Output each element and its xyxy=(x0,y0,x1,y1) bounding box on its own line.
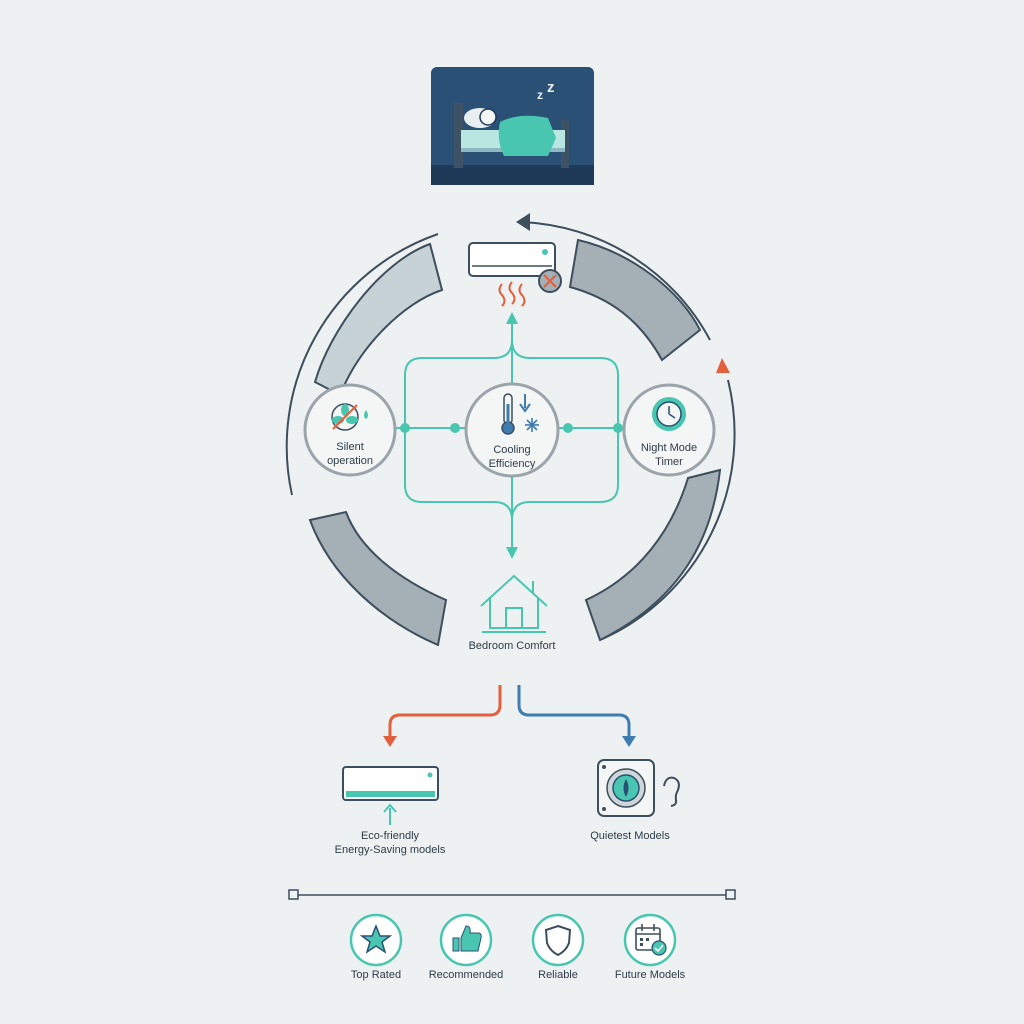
quiet-models-label: Quietest Models xyxy=(590,830,670,842)
badge-reliable xyxy=(531,913,585,967)
badge-future-models xyxy=(623,913,677,967)
quiet-branch-arrow xyxy=(517,685,631,737)
eco-ac-unit-icon xyxy=(342,766,439,825)
eco-branch-arrowhead xyxy=(383,736,397,747)
silent-operation-node xyxy=(303,383,397,477)
sleeping-person-icon: z z xyxy=(431,67,594,185)
night-mode-timer-line1: Night Mode xyxy=(640,442,698,454)
badge-top-rated xyxy=(349,913,403,967)
shield-icon xyxy=(544,924,572,957)
night-mode-timer-node xyxy=(622,383,716,477)
star-icon xyxy=(359,923,393,954)
svg-text:z: z xyxy=(547,79,555,96)
badge-recommended xyxy=(439,913,493,967)
eco-models-label: Eco-friendly Energy-Saving models xyxy=(315,830,465,858)
connector-dots xyxy=(400,423,623,433)
cycle-arrowhead-top xyxy=(516,213,530,231)
thumbs-up-icon xyxy=(452,925,482,952)
fan-muted-icon xyxy=(331,403,368,431)
badge-label-top-rated: Top Rated xyxy=(350,969,402,981)
quiet-branch-arrowhead xyxy=(622,736,636,747)
badge-label-reliable: Reliable xyxy=(538,969,578,981)
silent-operation-label: Silent operation xyxy=(310,441,390,469)
badge-label-recommended: Recommended xyxy=(428,969,504,981)
cycle-arrowhead-right xyxy=(716,358,730,373)
badge-label-future-models: Future Models xyxy=(614,969,686,981)
eco-models-line1: Eco-friendly xyxy=(360,830,420,842)
bedroom-comfort-label: Bedroom Comfort xyxy=(468,640,556,652)
eco-models-line2: Energy-Saving models xyxy=(334,843,446,856)
cycle-ring xyxy=(285,221,736,647)
ac-unit-warning-icon xyxy=(468,242,562,307)
clock-icon xyxy=(652,397,686,431)
svg-text:z: z xyxy=(537,88,543,102)
silent-operation-line1: Silent xyxy=(336,441,364,453)
divider-line xyxy=(288,889,736,900)
quiet-unit-ear-icon xyxy=(597,759,680,817)
night-mode-timer-label: Night Mode Timer xyxy=(629,442,709,470)
house-icon xyxy=(480,574,548,633)
cooling-efficiency-node xyxy=(464,382,560,478)
cooling-efficiency-line1: Cooling xyxy=(493,444,531,456)
cooling-efficiency-line2: Efficiency xyxy=(488,457,536,470)
night-mode-timer-line2: Timer xyxy=(655,455,683,468)
silent-operation-line2: operation xyxy=(327,454,373,467)
eco-branch-arrow xyxy=(388,685,502,737)
calendar-check-icon xyxy=(635,924,667,956)
cooling-efficiency-label: Cooling Efficiency xyxy=(467,444,557,472)
thermometer-snowflake-icon xyxy=(501,393,539,435)
